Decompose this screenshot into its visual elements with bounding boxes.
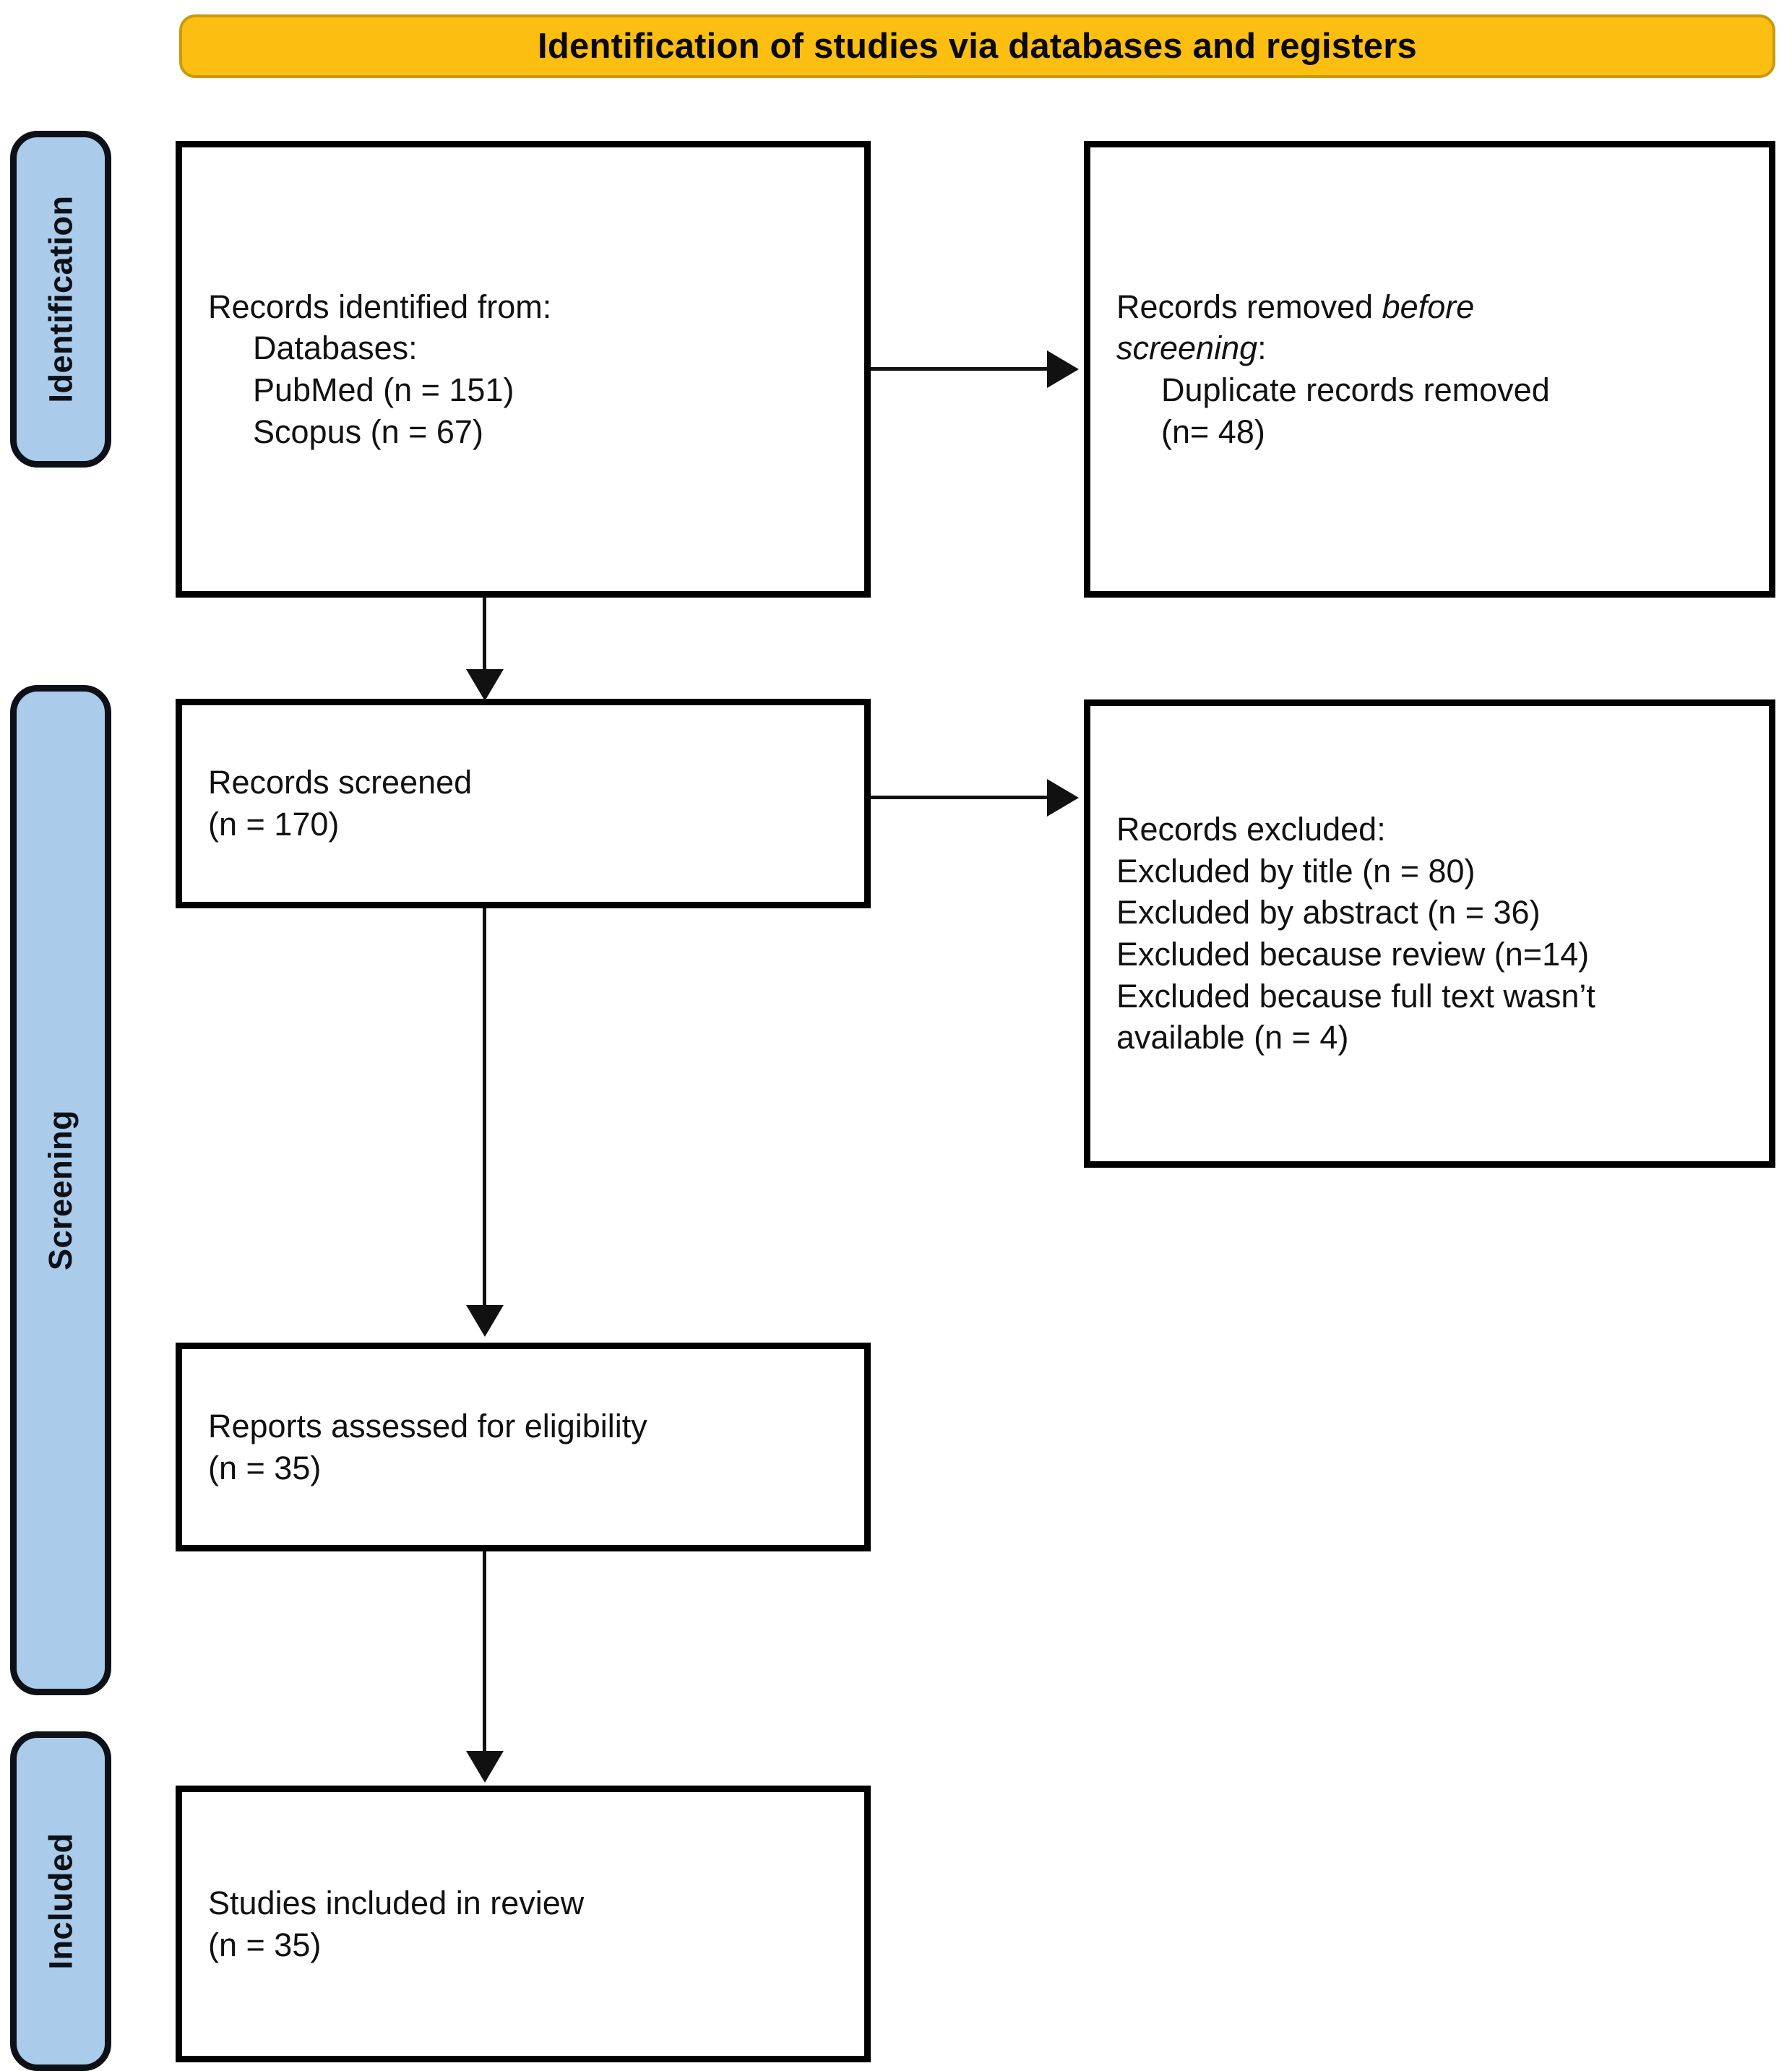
arrow-down-icon-identified-to-screened xyxy=(466,669,504,701)
studies-included-line-1: Studies included in review xyxy=(208,1884,585,1921)
stage-label-screening-text: Screening xyxy=(42,1109,79,1271)
arrow-down-icon-screened-to-eligibility xyxy=(466,1305,504,1337)
box-records-removed-before-screening: Records removed before screening: Duplic… xyxy=(1084,141,1775,598)
stage-label-identification: Identification xyxy=(10,131,111,468)
reports-eligibility-line-2: (n = 35) xyxy=(208,1449,322,1486)
records-identified-line-3: PubMed (n = 151) xyxy=(253,371,514,408)
stage-label-included: Included xyxy=(10,1731,111,2071)
records-removed-line-1-italic: before xyxy=(1382,288,1475,325)
stage-label-screening: Screening xyxy=(10,685,111,1695)
stage-label-included-text: Included xyxy=(42,1833,79,1970)
records-identified-line-4: Scopus (n = 67) xyxy=(253,413,483,450)
arrow-right-icon-screened-to-excluded xyxy=(1047,779,1079,817)
arrow-right-icon-identified-to-removed xyxy=(1047,350,1079,388)
records-identified-line-2: Databases: xyxy=(253,330,418,367)
records-excluded-line-4: Excluded because review (n=14) xyxy=(1116,936,1590,973)
records-excluded-line-3: Excluded by abstract (n = 36) xyxy=(1116,894,1541,931)
records-excluded-line-6: available (n = 4) xyxy=(1116,1019,1349,1056)
connector-eligibility-to-included-line xyxy=(483,1551,486,1757)
connector-identified-to-removed-line xyxy=(871,367,1053,371)
records-excluded-line-5: Excluded because full text wasn’t xyxy=(1116,977,1595,1015)
stage-label-identification-text: Identification xyxy=(42,195,79,403)
studies-included-line-2: (n = 35) xyxy=(208,1926,322,1963)
records-excluded-line-2: Excluded by title (n = 80) xyxy=(1116,852,1476,890)
arrow-down-icon-eligibility-to-included xyxy=(466,1751,504,1783)
reports-eligibility-line-1: Reports assessed for eligibility xyxy=(208,1407,647,1444)
records-identified-line-1: Records identified from: xyxy=(208,288,552,325)
box-reports-assessed-for-eligibility: Reports assessed for eligibility (n = 35… xyxy=(176,1343,871,1551)
records-removed-line-1-normal: Records removed xyxy=(1116,288,1382,325)
records-screened-line-1: Records screened xyxy=(208,764,473,801)
records-removed-line-2: screening: xyxy=(1116,327,1743,369)
records-removed-line-4: (n= 48) xyxy=(1161,413,1265,450)
diagram-header-banner: Identification of studies via databases … xyxy=(179,14,1775,78)
records-removed-line-3: Duplicate records removed xyxy=(1161,371,1550,408)
box-records-screened: Records screened (n = 170) xyxy=(176,699,871,908)
records-screened-line-2: (n = 170) xyxy=(208,806,340,843)
page-title: Identification of studies via databases … xyxy=(538,27,1417,66)
connector-identified-to-screened-line xyxy=(483,598,486,676)
connector-screened-to-eligibility-line xyxy=(483,908,486,1312)
records-removed-line-2-italic: screening xyxy=(1116,330,1258,367)
records-removed-line-1: Records removed before xyxy=(1116,286,1743,328)
box-records-identified: Records identified from: Databases: PubM… xyxy=(176,141,871,598)
box-records-excluded: Records excluded: Excluded by title (n =… xyxy=(1084,699,1775,1168)
records-removed-line-2-normal: : xyxy=(1257,330,1267,367)
box-studies-included-in-review: Studies included in review (n = 35) xyxy=(176,1786,871,2062)
connector-screened-to-excluded-line xyxy=(871,796,1053,799)
records-excluded-line-1: Records excluded: xyxy=(1116,811,1386,848)
